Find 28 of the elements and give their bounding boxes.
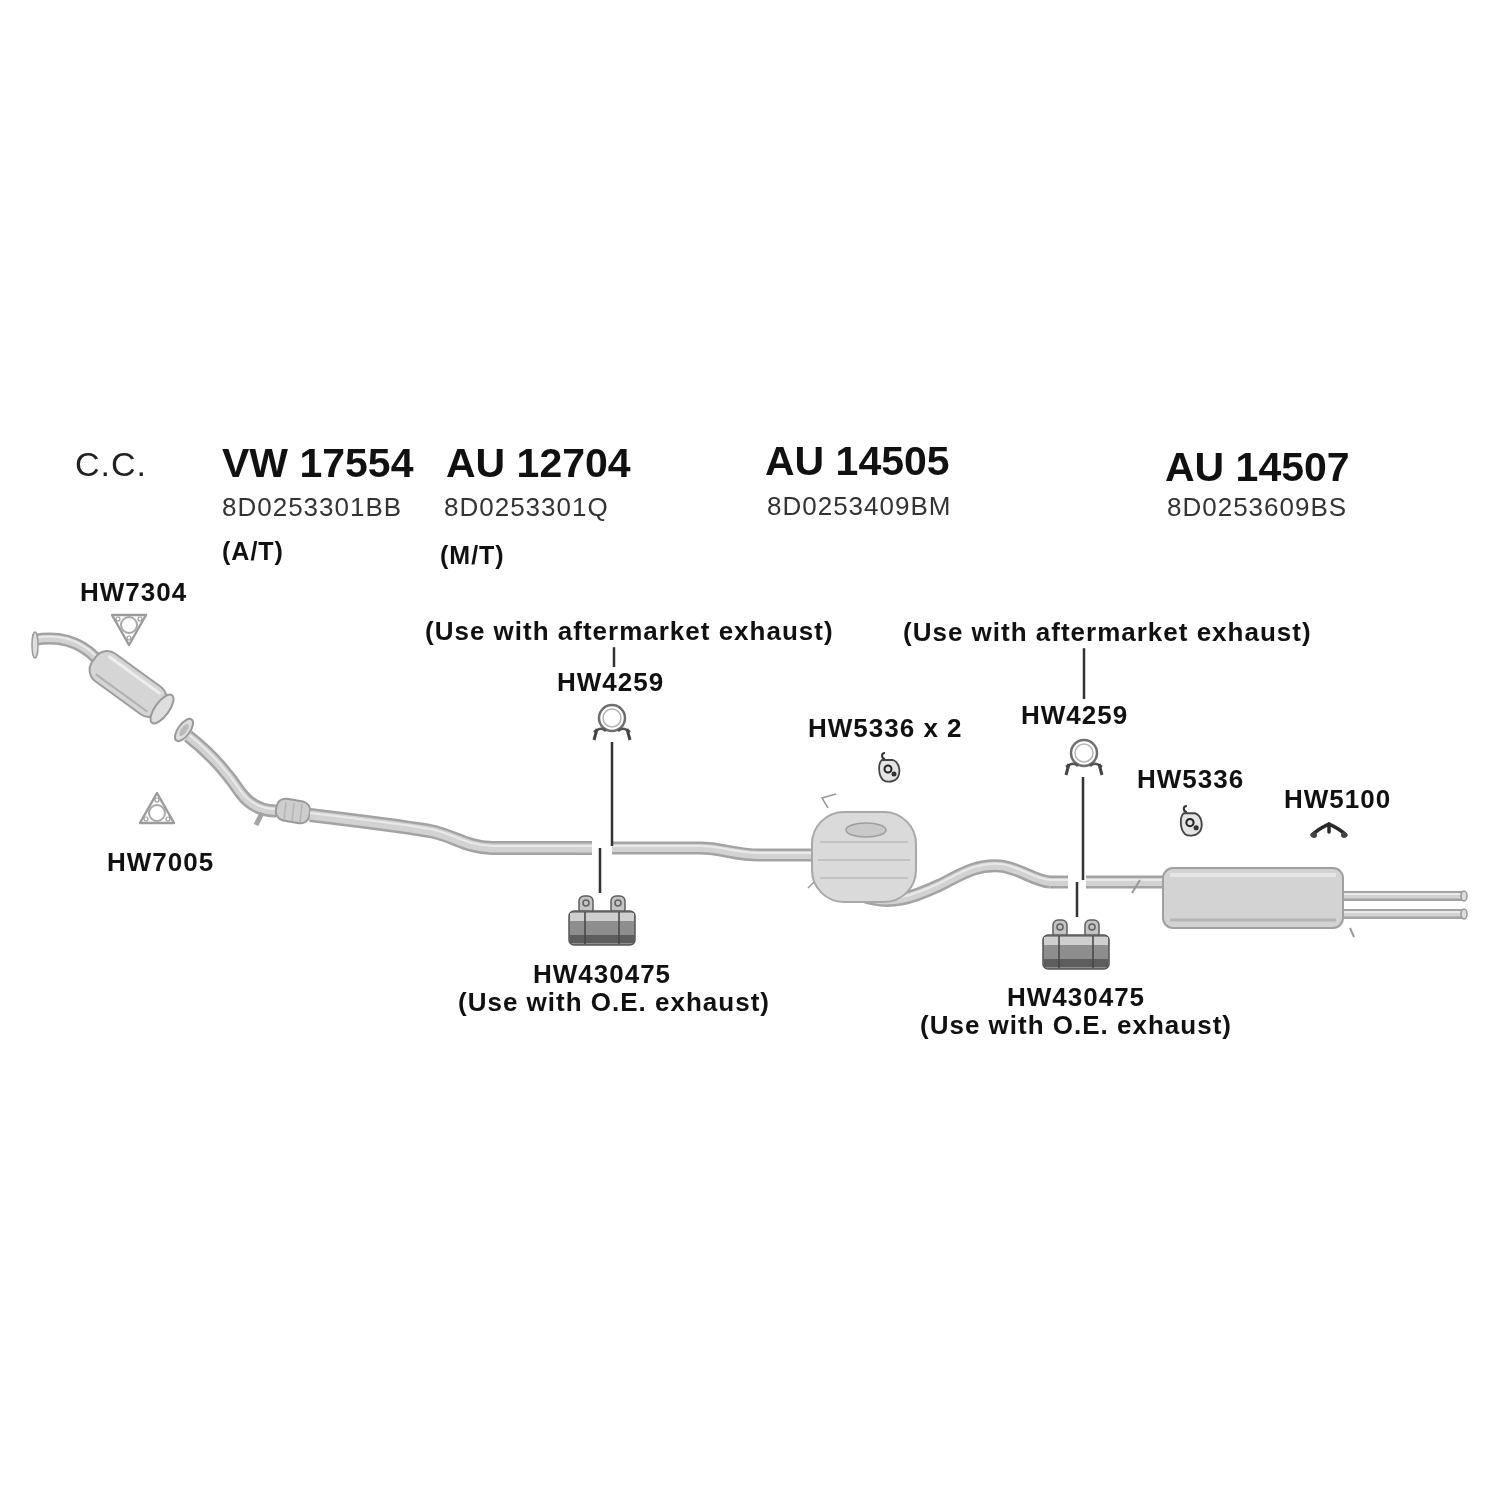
oe-part-number: 8D0253301BB — [222, 492, 403, 524]
oe-part-number: 8D0253609BS — [1167, 492, 1348, 524]
part-number: HW5100 — [1284, 784, 1392, 816]
leader-line — [1081, 777, 1085, 880]
pipe-joint — [574, 841, 631, 855]
transmission-note: (M/T) — [440, 540, 505, 570]
leader-line — [1082, 648, 1086, 699]
pipe-joint — [1049, 875, 1105, 889]
usage-note: (Use with aftermarket exhaust) — [903, 617, 1312, 649]
leader-line — [612, 647, 616, 667]
transmission-note: (A/T) — [222, 536, 284, 566]
part-number: AU 14507 — [1165, 443, 1350, 492]
part-number: HW4259 — [1021, 700, 1129, 732]
oe-part-number: 8D0253409BM — [767, 491, 952, 523]
part-number: HW7005 — [107, 847, 215, 879]
part-number: HW7304 — [80, 577, 188, 609]
part-number: HW5336 x 2 — [808, 713, 963, 745]
oe-part-number: 8D0253301Q — [444, 492, 609, 524]
part-number: AU 12704 — [446, 439, 631, 488]
part-number: VW 17554 — [222, 439, 414, 488]
usage-note: (Use with aftermarket exhaust) — [425, 616, 834, 648]
leader-line — [1075, 882, 1079, 917]
part-number: AU 14505 — [765, 437, 950, 486]
leader-line — [610, 742, 614, 846]
part-number: HW5336 — [1137, 764, 1245, 796]
section-label: C.C. — [75, 444, 147, 485]
part-number: HW4259 — [557, 667, 665, 699]
leader-line — [598, 848, 602, 893]
